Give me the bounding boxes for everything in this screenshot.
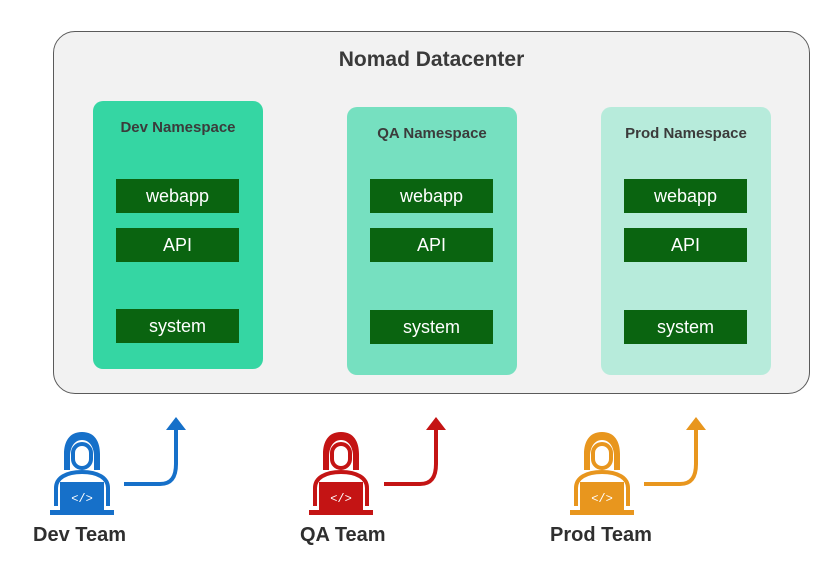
prod-team-developer-icon: </> bbox=[570, 432, 634, 515]
service-system: system bbox=[370, 310, 493, 344]
namespace-qa-title: QA Namespace bbox=[377, 125, 487, 142]
service-system: system bbox=[116, 309, 239, 343]
prod-team-label: Prod Team bbox=[550, 524, 652, 546]
dev-team-label: Dev Team bbox=[33, 524, 127, 546]
code-icon: </> bbox=[330, 492, 352, 506]
service-webapp: webapp bbox=[370, 179, 493, 213]
namespace-qa: QA Namespace webapp API system bbox=[347, 107, 517, 375]
code-icon: </> bbox=[71, 492, 93, 506]
code-icon: </> bbox=[591, 492, 613, 506]
namespace-dev-title: Dev Namespace bbox=[120, 119, 236, 136]
datacenter-title: Nomad Datacenter bbox=[338, 48, 525, 71]
service-api: API bbox=[116, 228, 239, 262]
service-webapp: webapp bbox=[624, 179, 747, 213]
service-api: API bbox=[624, 228, 747, 262]
qa-team-arrow bbox=[384, 417, 446, 486]
service-webapp: webapp bbox=[116, 179, 239, 213]
service-api: API bbox=[370, 228, 493, 262]
dev-team-developer-icon: </> bbox=[50, 432, 114, 515]
namespace-dev: Dev Namespace webapp API system bbox=[93, 101, 263, 369]
qa-team-developer-icon: </> bbox=[309, 432, 373, 515]
service-system: system bbox=[624, 310, 747, 344]
dev-team-arrow bbox=[124, 417, 186, 486]
namespace-prod: Prod Namespace webapp API system bbox=[601, 107, 771, 375]
namespace-prod-title: Prod Namespace bbox=[625, 125, 747, 142]
prod-team-arrow bbox=[644, 417, 706, 486]
qa-team-label: QA Team bbox=[300, 524, 386, 546]
